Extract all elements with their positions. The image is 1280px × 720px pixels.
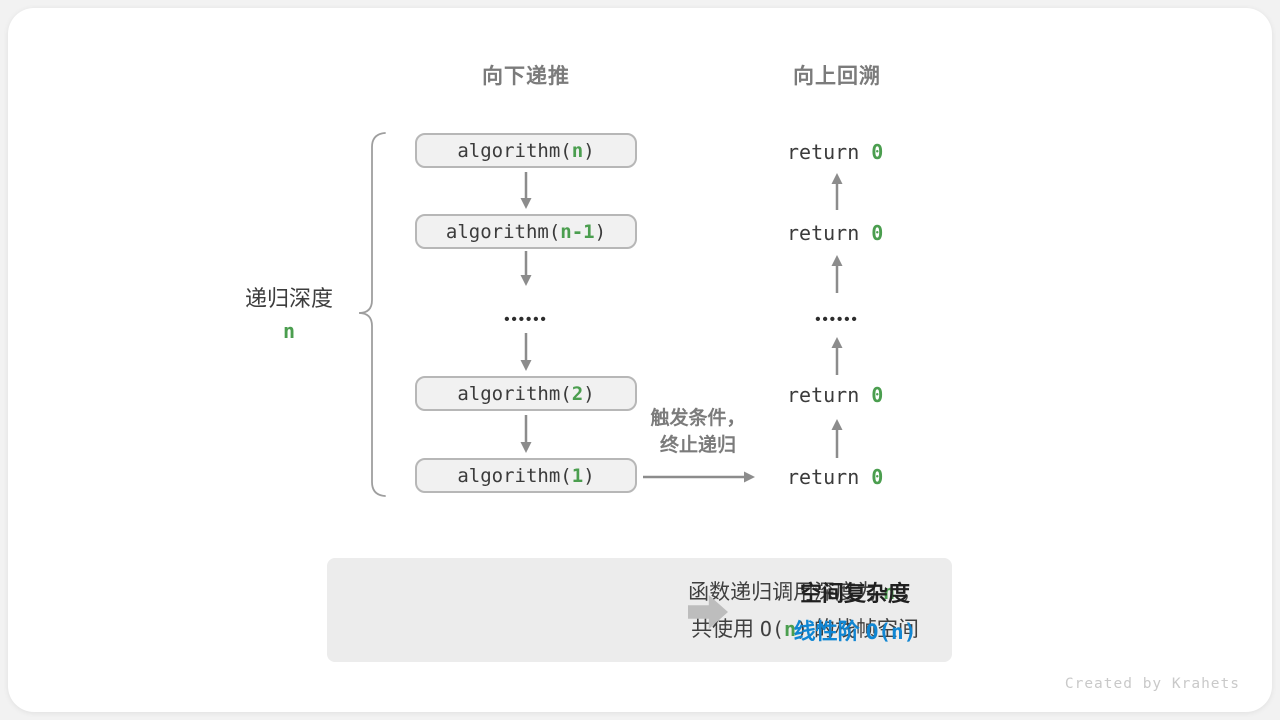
call-text: algorithm( — [457, 464, 572, 487]
return-value: 0 — [871, 464, 884, 489]
recursion-depth-label: 递归深度 — [244, 286, 333, 311]
call-text: ) — [583, 382, 595, 405]
ellipsis-left: •••••• — [504, 311, 548, 328]
summary-big-o: ) — [796, 617, 809, 641]
call-text: algorithm( — [457, 382, 572, 405]
watermark-credit: Created by Krahets — [1064, 676, 1240, 692]
return-text: return — [787, 382, 872, 407]
return-row-4: return 0 — [787, 464, 883, 489]
call-text: algorithm( — [457, 139, 572, 162]
summary-text: 的栈帧空间 — [808, 618, 919, 641]
recursion-depth-var: n — [282, 319, 296, 343]
result-big-o: ) — [903, 620, 917, 644]
return-value: 0 — [871, 139, 884, 164]
return-text: return — [787, 139, 872, 164]
summary-line-1: 函数递归调用深度为 n ， — [659, 576, 951, 606]
return-row-2: return 0 — [787, 220, 883, 245]
call-box-n: algorithm(n) — [415, 133, 637, 168]
call-arg: 1 — [571, 464, 584, 487]
base-case-line2: 终止递归 — [659, 435, 736, 456]
call-arg: 2 — [571, 382, 584, 405]
result-big-o: O( — [865, 620, 892, 644]
call-box-2: algorithm(2) — [415, 376, 637, 411]
return-value: 0 — [871, 220, 884, 245]
call-text: ) — [594, 220, 607, 243]
summary-box: 函数递归调用深度为 n ， 共使用 O(n) 的栈帧空间 空间复杂度 线性阶 O… — [327, 558, 952, 662]
base-case-annotation: 触发条件， 终止递归 — [640, 405, 756, 459]
call-text: algorithm( — [445, 220, 561, 243]
summary-line-2: 共使用 O(n) 的栈帧空间 — [659, 613, 951, 643]
summary-var-n: n — [882, 580, 896, 604]
return-text: return — [787, 220, 872, 245]
call-arg: n — [571, 139, 584, 162]
header-backtrack-up: 向上回溯 — [793, 65, 881, 88]
call-text: ) — [583, 464, 595, 487]
ellipsis-right: •••••• — [815, 311, 859, 328]
call-box-1: algorithm(1) — [415, 458, 637, 493]
summary-text: 共使用 — [691, 618, 760, 641]
header-recurse-down: 向下递推 — [482, 65, 570, 88]
return-row-3: return 0 — [787, 382, 883, 407]
base-case-line1: 触发条件， — [650, 408, 746, 429]
result-label: 线性阶 — [793, 619, 866, 644]
return-row-1: return 0 — [787, 139, 883, 164]
call-text: ) — [583, 139, 595, 162]
return-text: return — [787, 464, 872, 489]
space-complexity-title: 空间复杂度 — [799, 581, 910, 606]
summary-var-n: n — [784, 617, 797, 641]
summary-big-o: O( — [759, 617, 784, 641]
summary-text: ， — [895, 581, 922, 604]
result-var-n: n — [891, 620, 904, 644]
space-complexity-result: 线性阶 O(n) — [755, 614, 955, 646]
return-value: 0 — [871, 382, 884, 407]
call-box-n-1: algorithm(n-1) — [415, 214, 637, 249]
summary-text: 函数递归调用深度为 — [688, 581, 883, 604]
call-arg: n-1 — [560, 220, 595, 243]
